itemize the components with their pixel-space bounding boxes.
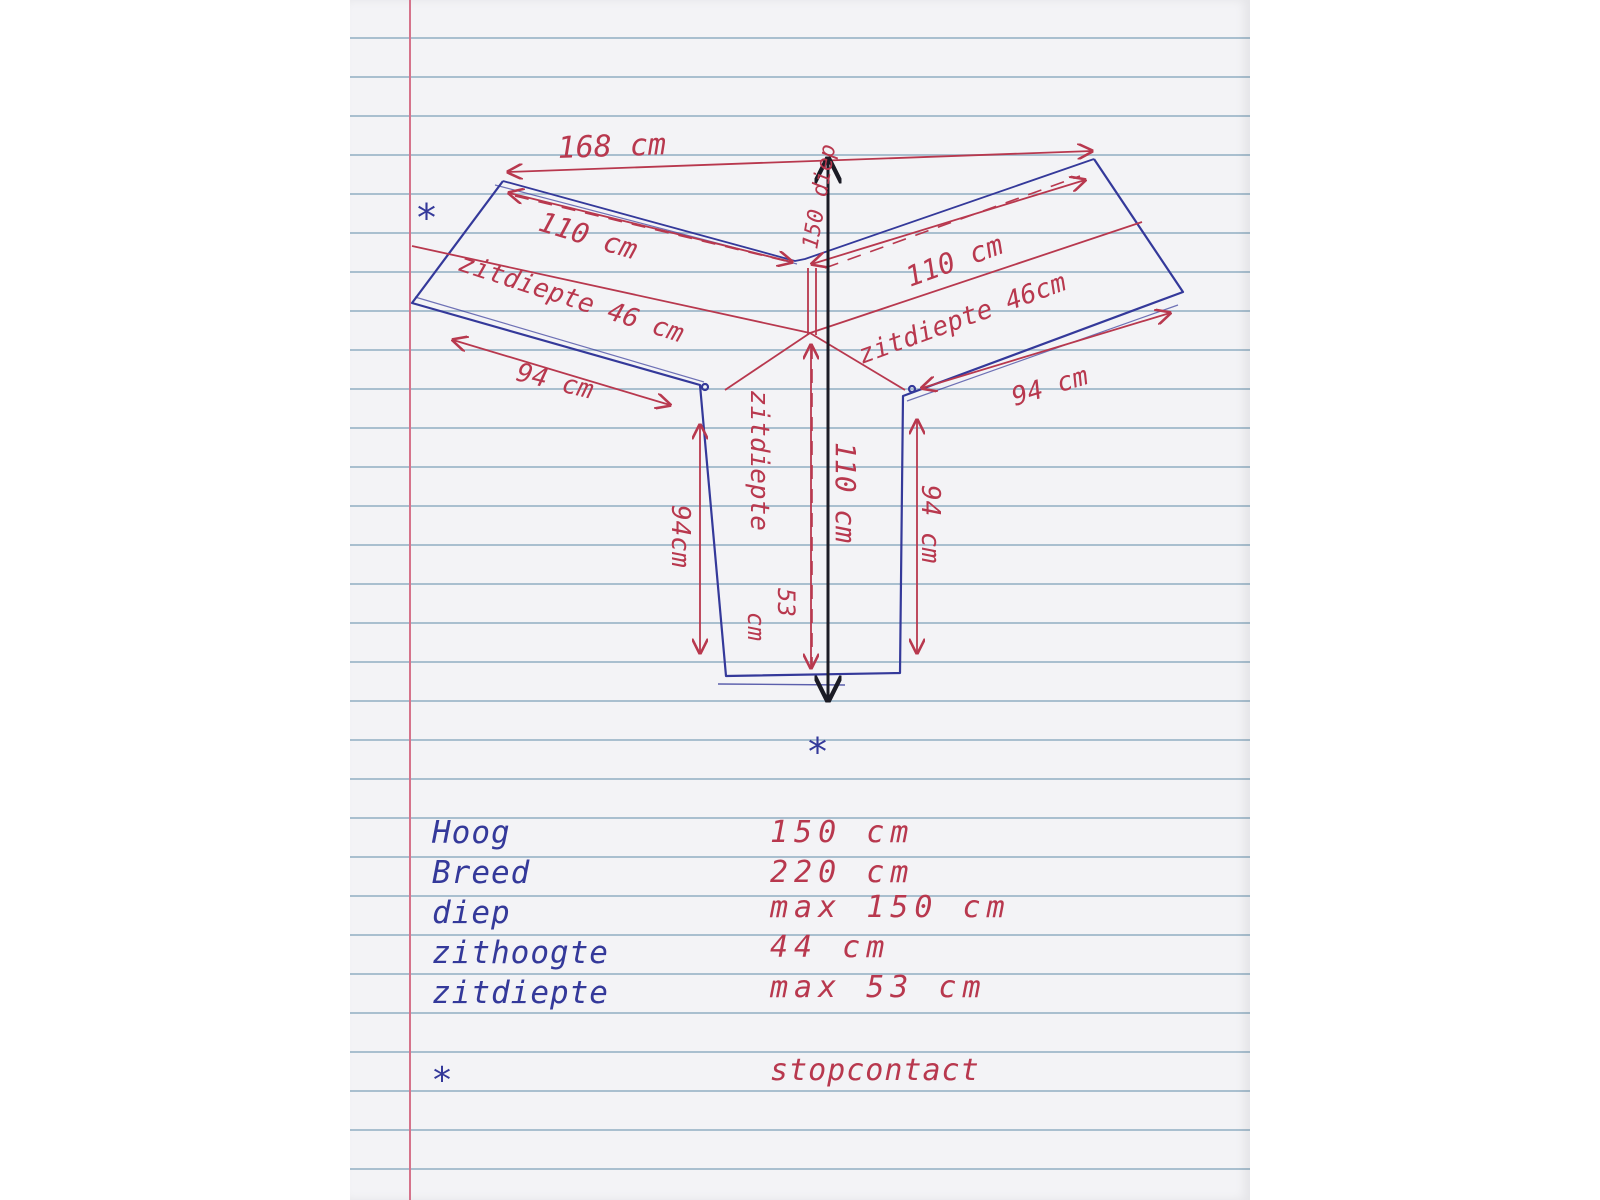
top-width-arrow <box>508 151 1092 172</box>
spec-value-hoog: 150 cm <box>770 815 915 850</box>
stem-seat-depth-unit: cm <box>742 612 770 641</box>
left-wing-arrow <box>509 193 792 262</box>
spec-value-zithoogte: 44 cm <box>770 930 891 965</box>
spec-label-zithoogte: zithoogte <box>432 935 609 971</box>
spec-label-breed: Breed <box>432 855 531 891</box>
depth-label: 150 diep <box>798 142 841 251</box>
left-inner-label: 94 cm <box>513 358 596 406</box>
stem-seat-depth-label: zitdiepte <box>744 390 774 531</box>
spec-value-breed: 220 cm <box>770 855 915 890</box>
stem-right-label: 94 cm <box>915 485 945 563</box>
spec-value-diep: max 150 cm <box>770 890 1011 925</box>
spec-label-diep: diep <box>432 895 511 931</box>
stem-left-label: 94cm <box>665 505 695 568</box>
center-length-label: 110 cm <box>829 442 862 543</box>
spec-label-hoog: Hoog <box>432 815 511 851</box>
star-marker-left: * <box>417 196 436 240</box>
dimension-arrows <box>453 151 1170 668</box>
spec-label-zitdiepte: zitdiepte <box>432 975 609 1011</box>
top-width-label: 168 cm <box>557 127 667 166</box>
right-wing-length-label: 110 cm <box>901 228 1007 294</box>
legend-text: stopcontact <box>770 1053 980 1088</box>
stem-seat-depth-value: 53 <box>772 588 800 617</box>
spec-value-zitdiepte: max 53 cm <box>770 970 987 1005</box>
legend-star: * <box>433 1060 451 1101</box>
star-marker-bottom: * <box>808 730 827 774</box>
right-inner-label: 94 cm <box>1008 361 1092 413</box>
notebook-page <box>350 0 1250 1200</box>
right-inner-arrow <box>922 313 1170 388</box>
right-wing-arrow <box>812 180 1085 264</box>
margin-line <box>409 0 411 1200</box>
left-inner-arrow <box>453 340 670 405</box>
